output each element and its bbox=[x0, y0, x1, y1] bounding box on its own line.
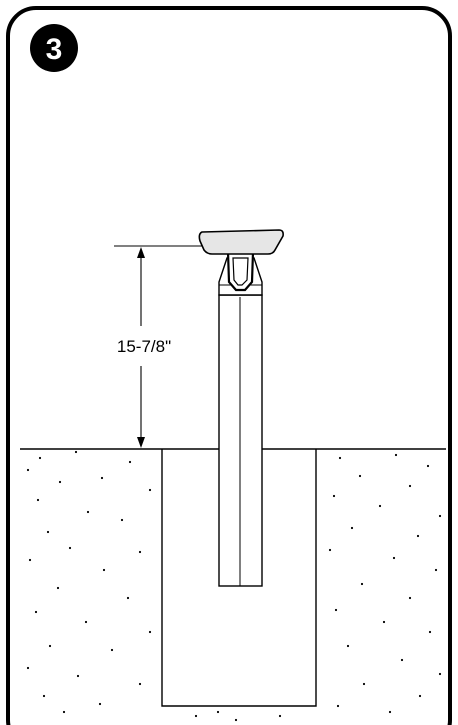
solar-cap bbox=[198, 229, 284, 255]
step-number: 3 bbox=[46, 33, 63, 66]
post-hole bbox=[161, 449, 317, 707]
step-badge-circle bbox=[30, 24, 78, 72]
dimension-arrow-top bbox=[137, 247, 145, 258]
lamp-lens bbox=[232, 257, 249, 286]
soil-texture bbox=[26, 450, 442, 722]
light-fixture bbox=[198, 229, 284, 587]
step-badge: 3 bbox=[30, 24, 78, 72]
dimension-label: 15-7/8" bbox=[117, 337, 171, 356]
height-dimension: 15-7/8" bbox=[114, 245, 210, 448]
dimension-arrow-bottom bbox=[137, 437, 145, 448]
